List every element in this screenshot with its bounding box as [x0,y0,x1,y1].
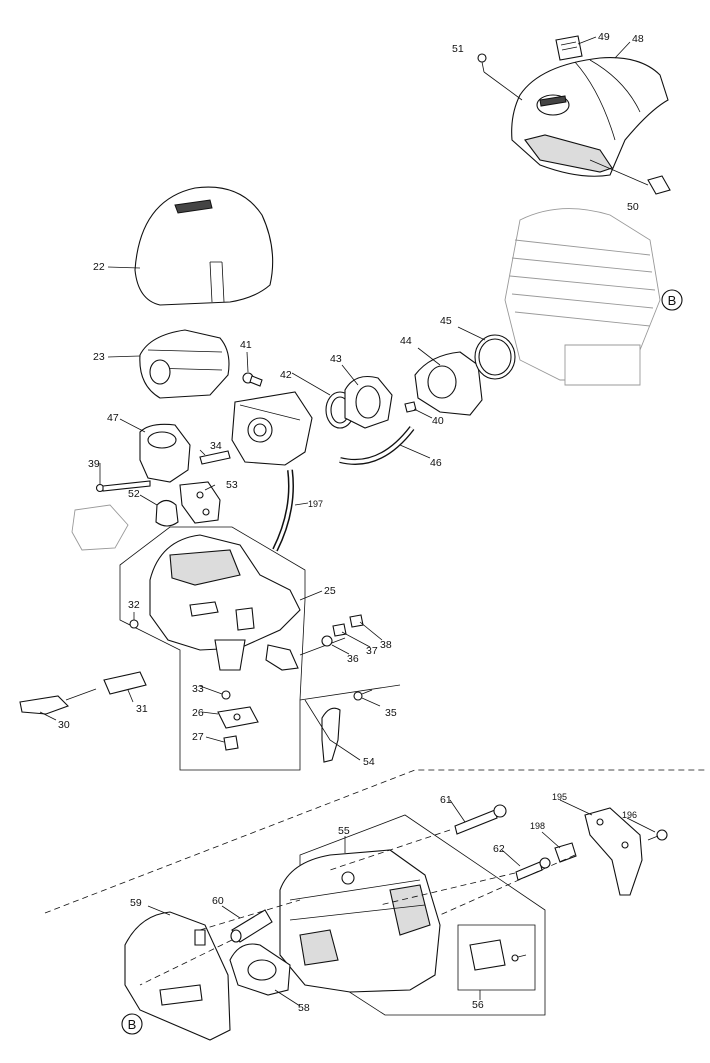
part-38-clip[interactable] [349,614,364,628]
callout-47: 47 [107,412,119,424]
part-22-air-filter-cover[interactable] [134,186,274,306]
callout-45: 45 [440,315,452,327]
part-27-nut[interactable] [223,735,239,751]
svg-text:B: B [668,293,677,308]
callout-48: 48 [632,33,644,45]
callout-197: 197 [308,499,323,509]
part-41-adjust-screw[interactable] [242,372,263,387]
callout-25: 25 [324,585,336,597]
part-30-trigger[interactable] [19,688,97,715]
callout-49: 49 [598,31,610,43]
callout-44: 44 [400,335,412,347]
callout-26: 26 [192,707,204,719]
part-51-screw[interactable] [477,53,487,73]
part-60-spacer[interactable] [230,909,273,943]
callout-55: 55 [338,825,350,837]
callout-41: 41 [240,339,252,351]
part-31-lever[interactable] [103,671,147,695]
part-37-clip[interactable] [332,623,347,637]
callout-35: 35 [385,707,397,719]
part-56-spark-screen[interactable] [457,924,536,991]
part-23-air-filter[interactable] [139,329,230,399]
part-35-screw[interactable] [353,689,373,701]
part-59-heat-shield[interactable] [124,911,231,1041]
callout-50: 50 [627,201,639,213]
leader-51 [483,71,523,101]
callout-195: 195 [552,792,567,802]
callout-58: 58 [298,1002,310,1014]
callout-51: 51 [452,43,464,55]
callout-30: 30 [58,719,70,731]
marker-b-top: B [661,289,683,311]
carburetor-body[interactable] [231,391,313,466]
callout-31: 31 [136,703,148,715]
callout-32: 32 [128,599,140,611]
part-40-nut[interactable] [404,401,417,413]
part-195-bracket[interactable] [584,807,643,896]
callout-40: 40 [432,415,444,427]
callout-53: 53 [226,479,238,491]
part-36-grommet[interactable] [321,635,333,647]
part-49-label-plate[interactable] [555,35,583,61]
callout-61: 61 [440,794,452,806]
callout-37: 37 [366,645,378,657]
alignment-lines [139,829,576,986]
part-62-bolt[interactable] [515,857,551,881]
callout-labels: 22 23 47 34 39 52 53 41 42 43 44 45 40 4… [58,31,644,1014]
callout-36: 36 [347,653,359,665]
part-44-intake-manifold[interactable] [414,351,483,416]
marker-b-bottom: B [121,1013,143,1035]
callout-56: 56 [472,999,484,1011]
callout-43: 43 [330,353,342,365]
callout-54: 54 [363,756,375,768]
part-58-gasket[interactable] [229,943,291,996]
part-52-damper[interactable] [155,499,179,527]
callout-22: 22 [93,261,105,273]
section-divider [44,769,705,914]
part-39-bolt[interactable] [95,480,151,493]
part-55-muffler[interactable] [279,849,441,993]
callout-42: 42 [280,369,292,381]
cylinder-reference-ghost [504,208,661,386]
callout-198: 198 [530,821,545,831]
part-53-bracket[interactable] [179,481,221,524]
part-45-gasket[interactable] [474,334,516,380]
callout-59: 59 [130,897,142,909]
part-54-hose[interactable] [321,707,341,763]
callout-27: 27 [192,731,204,743]
callout-46: 46 [430,457,442,469]
callout-60: 60 [212,895,224,907]
part-48-cover[interactable] [511,57,669,177]
part-43-intake-flange[interactable] [344,375,393,429]
callout-34: 34 [210,440,222,452]
part-34-pin[interactable] [199,450,231,465]
leader-50 [589,159,649,186]
callout-33: 33 [192,683,204,695]
svg-text:B: B [128,1017,137,1032]
part-26-plate[interactable] [217,706,259,729]
part-32-nut[interactable] [129,619,139,629]
callout-23: 23 [93,351,105,363]
part-197-fuel-line[interactable] [272,469,294,552]
callout-38: 38 [380,639,392,651]
part-25-housing[interactable] [149,534,301,671]
part-61-bolt[interactable] [454,804,507,835]
part-33-screw[interactable] [221,690,231,700]
part-47-filter-base[interactable] [139,423,191,483]
part-46-impulse-hose[interactable] [339,426,415,465]
callout-39: 39 [88,458,100,470]
callout-196: 196 [622,810,637,820]
callout-62: 62 [493,843,505,855]
housing-frame-ext [299,637,401,701]
leader-lines [39,36,656,1007]
reference-ghost-left [71,504,129,551]
callout-52: 52 [128,488,140,500]
part-196-screw[interactable] [647,829,668,841]
part-50-rubber-plug[interactable] [647,175,671,195]
